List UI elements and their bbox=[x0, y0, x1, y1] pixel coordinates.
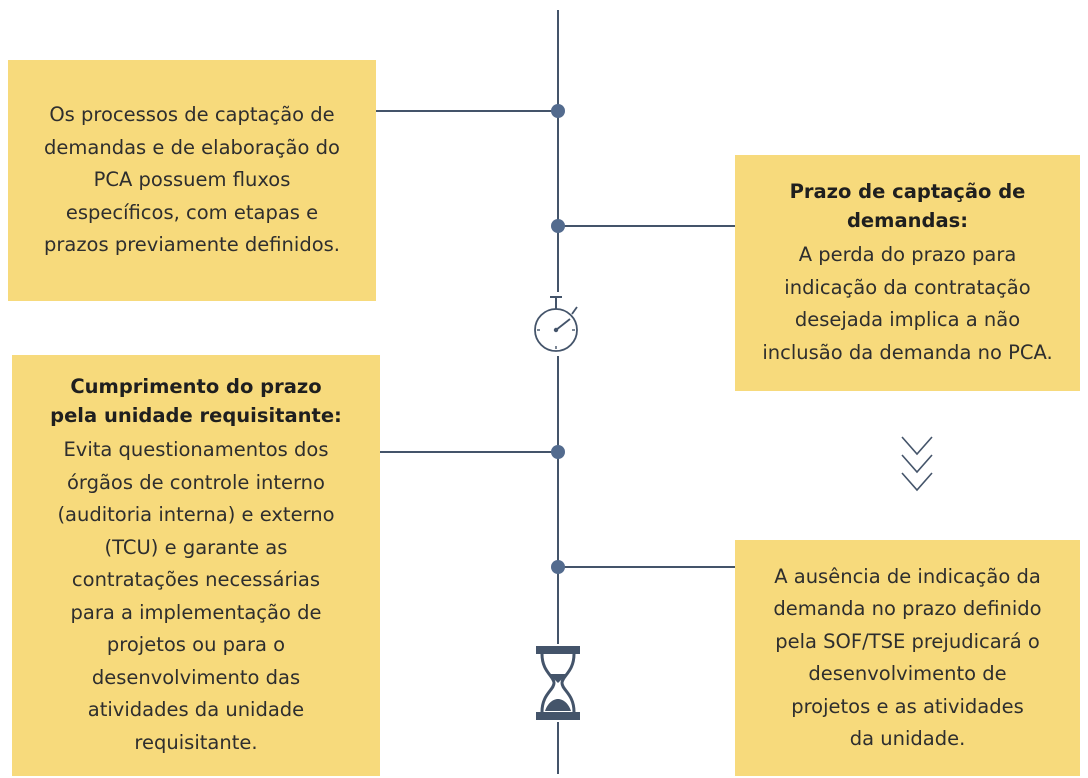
box2-title: Prazo de captação de demandas: bbox=[789, 180, 1026, 232]
connector-box4 bbox=[558, 566, 738, 568]
box1-text: Os processos de captação de demandas e d… bbox=[43, 103, 341, 257]
box3-title: Cumprimento do prazo pela unidade requis… bbox=[50, 375, 342, 427]
connector-box3 bbox=[380, 451, 559, 453]
timeline-node-1 bbox=[551, 104, 565, 118]
info-box-deadline-capture: Prazo de captação de demandas: A perda d… bbox=[735, 155, 1080, 391]
info-box-missing-indication: A ausência de indicação da demanda no pr… bbox=[735, 540, 1080, 776]
info-box-process-flows: Os processos de captação de demandas e d… bbox=[8, 60, 376, 301]
connector-box2 bbox=[558, 225, 736, 227]
box3-text: Evita questionamentos dos órgãos de cont… bbox=[57, 438, 335, 754]
timeline-node-3 bbox=[551, 445, 565, 459]
timeline-node-4 bbox=[551, 560, 565, 574]
box2-text: A perda do prazo para indicação da contr… bbox=[762, 243, 1053, 364]
stopwatch-icon bbox=[528, 292, 588, 356]
timeline-spine bbox=[557, 10, 559, 774]
connector-box1 bbox=[376, 110, 559, 112]
triple-chevron-down-icon bbox=[901, 436, 933, 492]
timeline-node-2 bbox=[551, 219, 565, 233]
info-box-deadline-compliance: Cumprimento do prazo pela unidade requis… bbox=[12, 355, 380, 776]
hourglass-icon bbox=[532, 644, 584, 722]
box4-text: A ausência de indicação da demanda no pr… bbox=[773, 564, 1042, 751]
